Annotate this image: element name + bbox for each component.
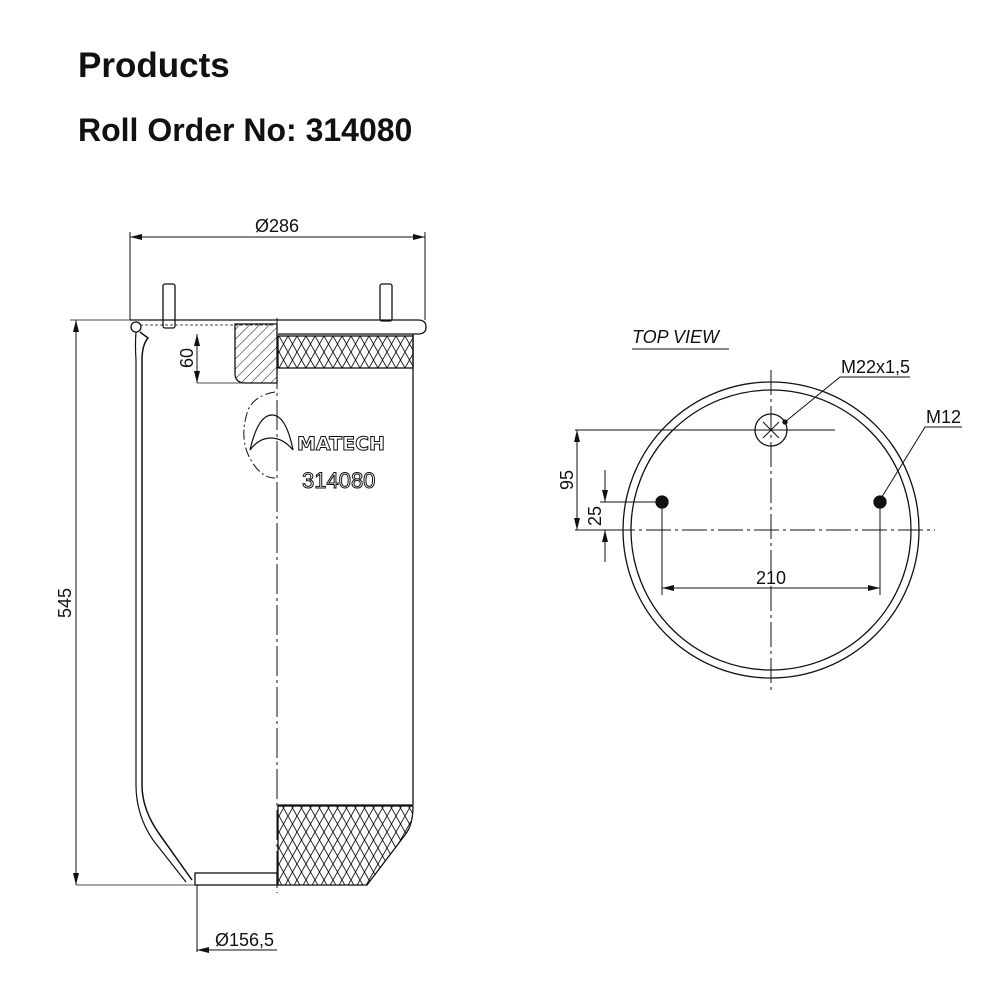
dim-height: 545 (55, 588, 75, 618)
top-view (574, 348, 962, 692)
dim-bottom-diameter: Ø156,5 (215, 930, 274, 950)
part-number: 314080 (302, 468, 375, 493)
center-hole-icon (754, 413, 788, 447)
matech-logo-icon (249, 414, 294, 451)
piston-section (234, 323, 278, 384)
knurl-top (277, 335, 414, 369)
top-view-label: TOP VIEW (632, 327, 721, 347)
brand-logo: MATECH (297, 433, 385, 455)
center-thread-label: M22x1,5 (841, 357, 910, 377)
dim-stud-offset: 25 (585, 506, 605, 526)
dim-plate-depth: 60 (177, 348, 197, 368)
stud-right (379, 283, 393, 322)
side-view (70, 232, 427, 953)
stud-thread-label: M12 (926, 407, 961, 427)
stud-left (162, 283, 176, 329)
dim-top-diameter: Ø286 (255, 216, 299, 236)
top-plate (130, 319, 427, 335)
page-subtitle: Roll Order No: 314080 (78, 112, 413, 148)
page-title: Products (78, 46, 230, 85)
dim-center-offset: 95 (557, 470, 577, 490)
dim-stud-spacing: 210 (756, 568, 786, 588)
knurl-bottom (277, 805, 414, 886)
